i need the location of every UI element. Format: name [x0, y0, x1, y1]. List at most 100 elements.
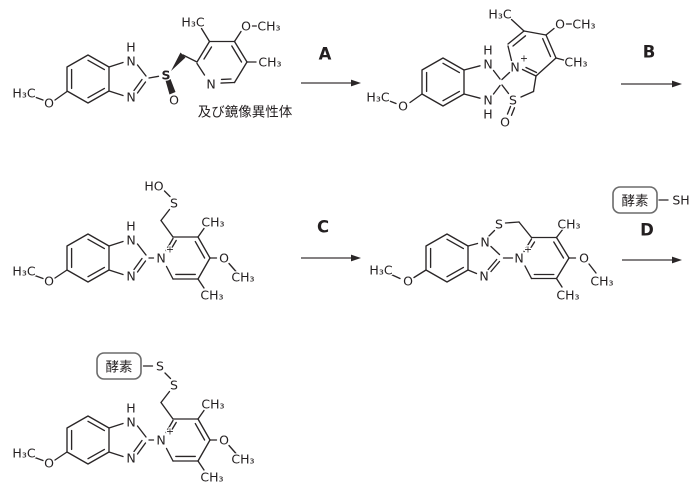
bond: [527, 241, 536, 253]
methoxy-h3c: H₃C: [12, 86, 35, 101]
ch3-top: CH₃: [201, 215, 224, 230]
bond: [54, 451, 68, 461]
bond: [160, 390, 171, 404]
methoxy-o: O: [403, 274, 413, 289]
bond: [507, 30, 525, 45]
enzyme-box-d: [612, 186, 658, 214]
bond: [555, 257, 570, 280]
bond: [87, 238, 106, 250]
imidazole-n3: N: [126, 451, 135, 466]
bond: [163, 190, 171, 198]
bond: [54, 269, 68, 279]
bond: [197, 278, 205, 289]
pyridinium-n: N: [156, 433, 165, 448]
bond: [518, 221, 533, 239]
bond: [31, 455, 44, 462]
bond: [108, 61, 124, 68]
methoxy-o: O: [44, 274, 54, 289]
bond: [31, 273, 44, 280]
bond: [520, 90, 535, 98]
imidazole-h: H: [126, 219, 135, 234]
pyridinium-n: N: [156, 251, 165, 266]
bond: [442, 62, 461, 74]
bond: [535, 57, 557, 77]
bond: [446, 238, 465, 250]
bond: [66, 415, 110, 465]
bond: [87, 266, 106, 278]
pyridinium-plus: +: [524, 245, 532, 256]
pyridine-n: N: [206, 77, 215, 92]
bond: [66, 54, 110, 104]
bond: [233, 61, 248, 84]
bond: [421, 57, 465, 107]
bond: [136, 64, 147, 77]
imidazole-n1: N: [126, 54, 135, 69]
bond: [545, 34, 557, 59]
sulfenamide-s: S: [495, 217, 503, 232]
step-c-label: C: [317, 218, 329, 237]
bond: [87, 448, 106, 460]
bond: [228, 262, 237, 273]
ome-ch3: CH₃: [572, 17, 595, 32]
bond: [425, 233, 469, 283]
n3-h: H: [483, 107, 492, 122]
imidazole-h: H: [126, 401, 135, 416]
ch3-top: CH₃: [201, 397, 224, 412]
bond: [409, 93, 423, 104]
bond: [442, 90, 461, 102]
bond: [182, 54, 198, 63]
ome-ch3: CH₃: [231, 270, 254, 285]
bond: [233, 30, 242, 43]
bond: [463, 65, 481, 71]
ome-o: O: [241, 19, 251, 34]
bond: [467, 269, 478, 275]
bond: [136, 81, 147, 94]
bond: [523, 30, 547, 36]
arrow-a-head: [351, 79, 361, 87]
step-d-label: D: [640, 221, 654, 240]
bond: [446, 266, 465, 278]
bond: [160, 401, 174, 420]
bond: [197, 460, 205, 471]
bond: [165, 447, 174, 462]
ome-o: O: [579, 251, 589, 266]
pyridinium-n: N: [510, 60, 519, 75]
sulfenic-s: S: [170, 196, 178, 211]
bond: [492, 69, 501, 80]
enzyme-thiol-label: SH: [672, 193, 689, 208]
ome-o: O: [219, 251, 229, 266]
bond: [553, 241, 565, 259]
bond: [31, 95, 44, 101]
ome-ch3: CH₃: [590, 274, 613, 289]
imidazole-n3: N: [126, 90, 135, 105]
bond: [108, 269, 124, 276]
bond: [87, 87, 106, 99]
bond: [54, 90, 68, 101]
imidazoline-n1: N: [483, 57, 492, 72]
bond: [233, 40, 248, 63]
bond: [413, 269, 427, 279]
imidazoline-n3: N: [483, 93, 492, 108]
bond: [504, 221, 520, 224]
bond: [386, 99, 397, 105]
bond: [523, 238, 533, 253]
pyridinium-plus: +: [520, 54, 528, 65]
bond: [108, 451, 124, 458]
imidazole-n3: N: [479, 269, 488, 284]
bond: [136, 442, 147, 455]
bond: [164, 372, 172, 380]
pyridinium-plus: +: [166, 245, 174, 256]
bond: [66, 233, 110, 283]
methoxy-o: O: [44, 456, 54, 471]
ome-o: O: [219, 433, 229, 448]
bond: [555, 236, 570, 259]
imidazole-h: H: [126, 40, 135, 55]
ome-ch3: CH₃: [257, 19, 280, 34]
pyridine-ch3-right: CH₃: [258, 55, 281, 70]
bond: [510, 18, 525, 32]
pyridinium-n: N: [514, 251, 523, 266]
